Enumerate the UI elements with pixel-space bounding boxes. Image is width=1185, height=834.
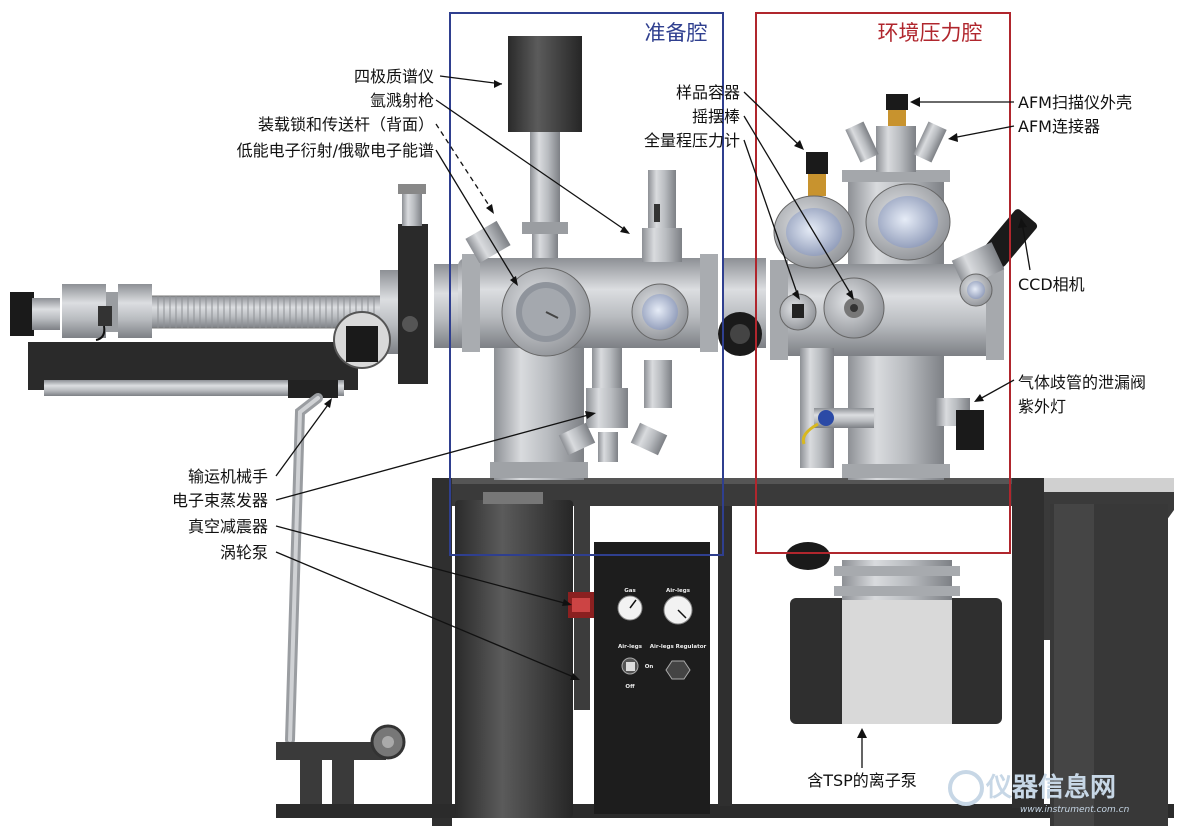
- wobble-stick-port: [823, 277, 885, 339]
- label-argon-sputter-gun: 氩溅射枪: [370, 91, 434, 110]
- quad-mass-spec-unit: [508, 36, 582, 258]
- preparation-chamber: [458, 36, 718, 480]
- leak-valve-unit: [801, 408, 874, 445]
- watermark: 仪器信息网 www.instrument.com.cn: [948, 770, 1130, 815]
- air-legs-switch-label: Air-legs: [618, 644, 643, 650]
- regulator-label: Air-legs Regulator: [650, 644, 707, 650]
- label-full-range-gauge: 全量程压力计: [644, 131, 740, 150]
- gas-gauge: Gas: [617, 588, 643, 621]
- prep-viewport: [631, 283, 689, 341]
- leed-viewport: [501, 267, 591, 357]
- label-leed-aes: 低能电子衍射/俄歇电子能谱: [237, 141, 434, 160]
- environmental-chamber: [770, 94, 1038, 480]
- env-chamber-frame: [755, 12, 1011, 554]
- label-quad-mass-spec: 四极质谱仪: [354, 67, 434, 86]
- transfer-arm: [10, 184, 462, 398]
- sample-holder-unit: [806, 152, 828, 196]
- label-wobble-stick: 摇摆棒: [692, 107, 740, 126]
- leader-quad-mass-spec: [439, 75, 503, 85]
- air-legs-gauge-label: Air-legs: [666, 588, 691, 594]
- watermark-url: www.instrument.com.cn: [1020, 805, 1130, 815]
- watermark-brand: 仪器信息网: [985, 772, 1116, 803]
- uv-lamp-unit: [936, 398, 984, 450]
- label-ccd-camera: CCD相机: [1018, 275, 1085, 294]
- gas-gauge-label: Gas: [624, 588, 636, 594]
- air-legs-regulator[interactable]: Air-legs Regulator: [650, 644, 707, 680]
- prep-chamber-title: 准备腔: [645, 21, 708, 45]
- label-ion-pump: 含TSP的离子泵: [807, 771, 917, 790]
- switch-off-label: Off: [625, 684, 635, 690]
- label-sample-holder: 样品容器: [676, 83, 740, 102]
- env-window-right: [865, 183, 951, 261]
- vacuum-damper: [568, 592, 594, 618]
- foot-pump: [276, 393, 406, 804]
- label-ebeam-evaporator: 电子束蒸发器: [172, 491, 268, 510]
- label-turbo-pump: 涡轮泵: [220, 543, 268, 562]
- prep-side-port: [465, 220, 511, 264]
- air-legs-gauge: Air-legs: [663, 588, 693, 625]
- label-leak-valve: 气体歧管的泄漏阀: [1018, 373, 1146, 392]
- label-afm-scanner-housing: AFM扫描仪外壳: [1018, 93, 1132, 112]
- ion-pump: [786, 542, 1002, 724]
- label-afm-connector: AFM连接器: [1018, 117, 1100, 136]
- label-vacuum-damper: 真空减震器: [188, 517, 268, 536]
- env-chamber-title: 环境压力腔: [878, 21, 983, 45]
- pressure-gauge-port: [779, 293, 817, 331]
- control-panel: Gas Air-legs Air-legs On Off Air-legs Re…: [594, 542, 710, 814]
- leader-lines: [275, 75, 1031, 768]
- label-uv-lamp: 紫外灯: [1018, 397, 1066, 416]
- sputter-gun: [642, 170, 682, 262]
- afm-scanner-housing-unit: [845, 94, 947, 172]
- prep-chamber-frame: [449, 12, 724, 556]
- ebeam-evaporator-unit: [558, 348, 672, 462]
- air-legs-switch[interactable]: Air-legs On Off: [618, 644, 653, 690]
- label-transfer-arm: 输运机械手: [188, 467, 268, 486]
- switch-on-label: On: [645, 664, 654, 670]
- gate-valve: [718, 258, 766, 356]
- label-load-lock: 装载锁和传送杆（背面）: [258, 115, 434, 134]
